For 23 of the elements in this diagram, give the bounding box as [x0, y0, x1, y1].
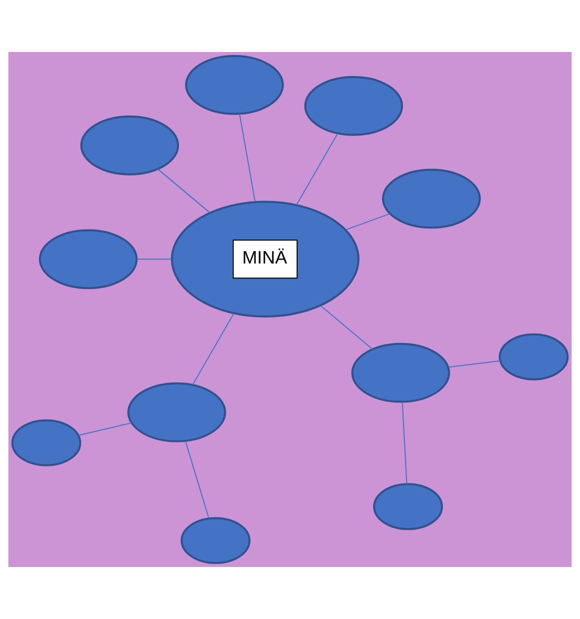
connector	[345, 213, 390, 230]
node-ellipse	[11, 419, 82, 466]
connector	[192, 313, 234, 386]
node-ellipse	[185, 55, 284, 115]
connector	[184, 440, 210, 519]
connector	[296, 133, 338, 206]
node-ellipse	[373, 483, 443, 530]
connector	[78, 422, 132, 436]
node-ellipse	[180, 517, 250, 564]
connector	[402, 401, 408, 484]
node-ellipse	[80, 116, 180, 176]
connector	[239, 114, 256, 202]
node-ellipse: MINÄ	[170, 200, 360, 318]
connector	[448, 360, 501, 368]
node-ellipse	[498, 333, 569, 380]
node-ellipse	[38, 229, 138, 290]
node-ellipse	[351, 342, 450, 403]
connector	[136, 258, 172, 260]
node-ellipse	[304, 76, 404, 136]
node-ellipse	[127, 382, 226, 442]
node-ellipse	[382, 168, 481, 229]
connector	[320, 305, 374, 350]
connector	[157, 168, 210, 214]
